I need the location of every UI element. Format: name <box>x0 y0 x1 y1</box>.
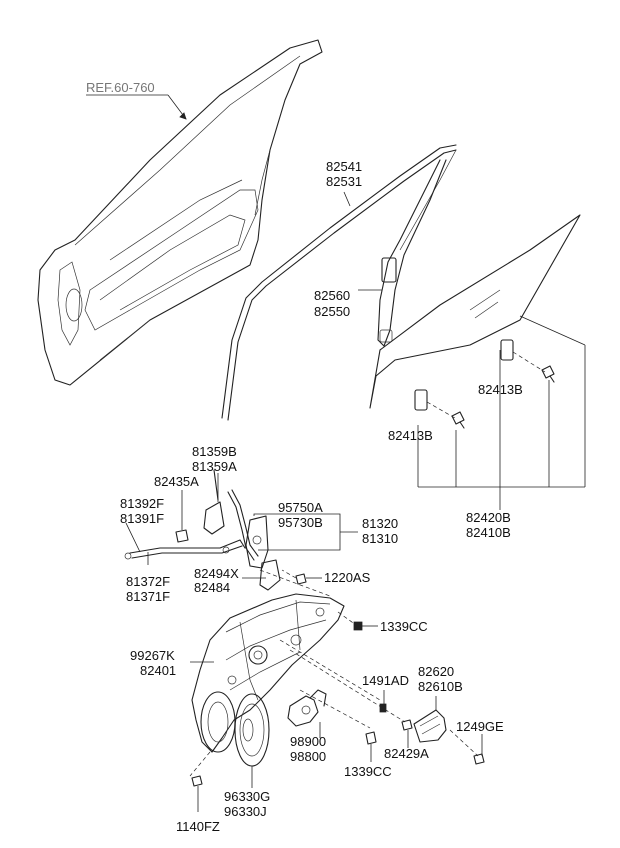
label-96330J: 96330J <box>224 804 267 819</box>
label-82550: 82550 <box>314 304 350 319</box>
label-1339CC-top: 1339CC <box>380 619 428 634</box>
label-1220AS: 1220AS <box>324 570 371 585</box>
label-82484: 82484 <box>194 580 230 595</box>
label-81371F: 81371F <box>126 589 170 604</box>
ref-leader <box>86 94 187 120</box>
latch-leaders <box>125 473 358 579</box>
label-81359A: 81359A <box>192 459 237 474</box>
label-1339CC-bottom: 1339CC <box>344 764 392 779</box>
label-98900: 98900 <box>290 734 326 749</box>
regulator-module <box>191 593 345 753</box>
label-95730B: 95730B <box>278 515 323 530</box>
label-99267K: 99267K <box>130 648 175 663</box>
label-82401: 82401 <box>140 663 176 678</box>
label-98800: 98800 <box>290 749 326 764</box>
label-ref-door: REF.60-760 <box>86 80 155 95</box>
label-1491AD: 1491AD <box>362 673 409 688</box>
door-shell <box>37 39 323 386</box>
label-82531: 82531 <box>326 174 362 189</box>
label-96330G: 96330G <box>224 789 270 804</box>
label-82429A: 82429A <box>384 746 429 761</box>
label-82413B-left: 82413B <box>388 428 433 443</box>
motor <box>287 689 327 738</box>
label-81310: 81310 <box>362 531 398 546</box>
label-82541: 82541 <box>326 159 362 174</box>
label-82494X: 82494X <box>194 566 239 581</box>
labels: REF.60-760 82541 82531 82560 82550 82413… <box>86 80 523 834</box>
label-95750A: 95750A <box>278 500 323 515</box>
glass-bolts <box>426 351 555 429</box>
door-glass <box>369 214 581 411</box>
label-82410B: 82410B <box>466 525 511 540</box>
latch-parts <box>124 469 307 591</box>
label-81392F: 81392F <box>120 496 164 511</box>
label-82560: 82560 <box>314 288 350 303</box>
label-82413B-right: 82413B <box>478 382 523 397</box>
rear-channel <box>358 159 447 347</box>
label-82610B: 82610B <box>418 679 463 694</box>
label-81391F: 81391F <box>120 511 164 526</box>
label-81320: 81320 <box>362 516 398 531</box>
label-1249GE: 1249GE <box>456 719 504 734</box>
speaker <box>234 693 270 788</box>
label-81359B: 81359B <box>192 444 237 459</box>
label-82620: 82620 <box>418 664 454 679</box>
label-82420B: 82420B <box>466 510 511 525</box>
label-82435A: 82435A <box>154 474 199 489</box>
label-81372F: 81372F <box>126 574 170 589</box>
glass-leaders <box>417 315 586 510</box>
run-channel <box>221 144 457 421</box>
label-1140FZ: 1140FZ <box>176 819 220 834</box>
hardware <box>191 621 485 812</box>
